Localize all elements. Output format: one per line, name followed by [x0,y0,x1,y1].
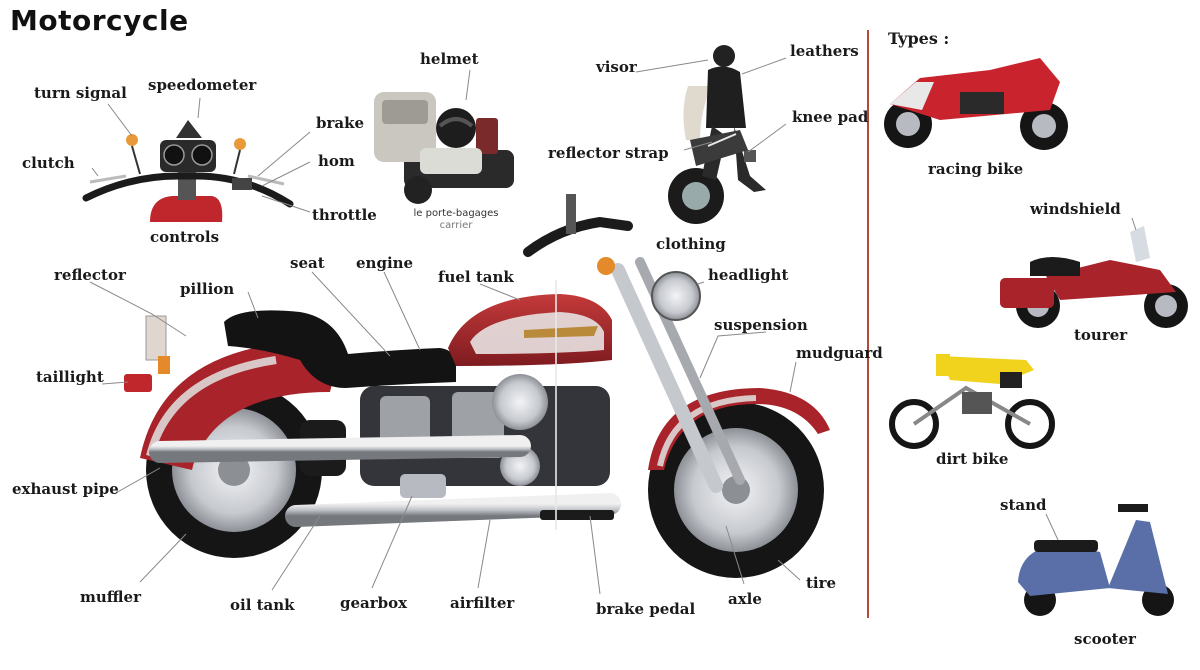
caption-carrier-en: carrier [396,220,516,232]
caption-carrier-fr: le porte-bagages [396,208,516,220]
label-helmet: helmet [420,50,479,68]
label-visor: visor [596,58,637,76]
label-racing-bike: racing bike [928,160,1023,178]
label-tire: tire [806,574,836,592]
label-throttle: throttle [312,206,377,224]
label-clutch: clutch [22,154,75,172]
label-mudguard: mudguard [796,344,883,362]
caption-clothing: clothing [656,235,726,253]
label-scooter: scooter [1074,630,1136,648]
helmet-carrier-illustration [374,92,514,204]
tourer-illustration [1000,226,1188,328]
label-muffler: muffler [80,588,141,606]
label-gearbox: gearbox [340,594,407,612]
label-headlight: headlight [708,266,788,284]
label-taillight: taillight [36,368,104,386]
label-axle: axle [728,590,762,608]
label-oil-tank: oil tank [230,596,295,614]
dirt-bike-illustration [892,354,1052,446]
label-horn: hom [318,152,355,170]
label-engine: engine [356,254,413,272]
handlebar-controls-illustration [86,120,290,222]
racing-bike-illustration [884,58,1068,150]
label-airfilter: airfilter [450,594,514,612]
caption-controls: controls [150,228,219,246]
label-brake-pedal: brake pedal [596,600,695,618]
label-fuel-tank: fuel tank [438,268,514,286]
types-heading: Types : [888,30,949,48]
label-leathers: leathers [790,42,859,60]
label-stand: stand [1000,496,1047,514]
label-turn-signal: turn signal [34,84,127,102]
label-suspension: suspension [714,316,808,334]
label-seat: seat [290,254,325,272]
label-reflector-strap: reflector strap [548,144,669,162]
scooter-illustration [1018,504,1174,616]
label-dirt-bike: dirt bike [936,450,1008,468]
label-windshield: windshield [1030,200,1121,218]
label-tourer: tourer [1074,326,1127,344]
rider-clothing-illustration [668,45,766,224]
label-knee-pad: knee pad [792,108,868,126]
label-brake: brake [316,114,364,132]
label-pillion: pillion [180,280,234,298]
label-exhaust-pipe: exhaust pipe [12,480,119,498]
page-title: Motorcycle [10,4,189,37]
label-speedometer: speedometer [148,76,256,94]
label-reflector: reflector [54,266,126,284]
